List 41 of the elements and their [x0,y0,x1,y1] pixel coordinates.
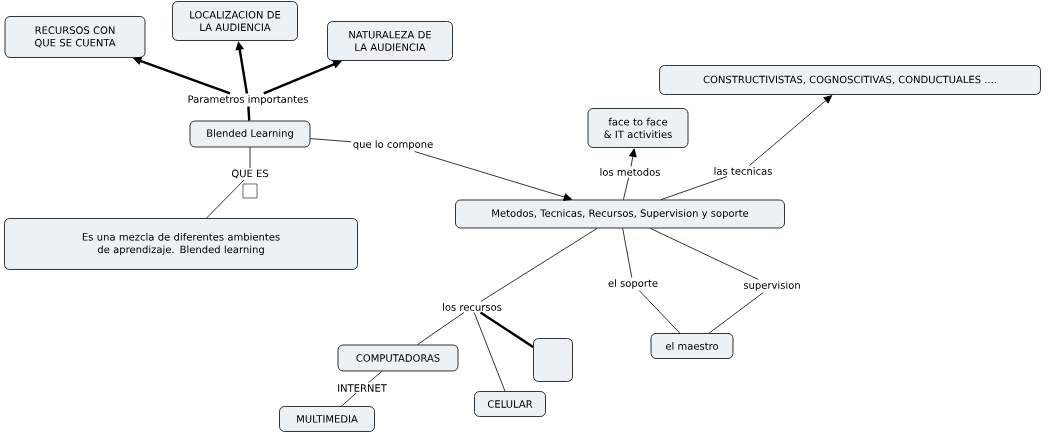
concept-box: CONSTRUCTIVISTAS, COGNOSCITIVAS, CONDUCTUALES .... [659,65,1041,95]
concept-box: CELULAR [474,391,546,417]
connector [368,371,383,384]
connector [650,228,759,280]
connector [480,228,598,302]
concept-box: face to face & IT activities [587,108,689,148]
connector [341,392,357,407]
linking-phrase: las tecnicas [712,165,774,177]
connector [638,290,681,334]
concept-box: Es una mezcla de diferentes ambientes de aprendizaje. Blended learning [4,218,358,270]
connector [206,179,245,219]
linking-phrase: los recursos [440,301,504,313]
connector [310,138,352,143]
connector [473,312,506,392]
connector [247,106,251,121]
connector [629,148,637,167]
concept-box: RECURSOS CON QUE SE CUENTA [4,16,146,58]
connector [479,311,534,348]
connector [749,95,833,166]
connector [414,151,573,201]
linking-phrase: el soporte [606,277,660,291]
concept-box: el maestro [650,333,734,359]
linking-phrase: supervision [741,279,803,293]
connector [249,147,251,169]
linking-phrase: QUE ES [229,168,271,180]
concept-box: Metodos, Tecnicas, Recursos, Supervision y soporte [455,199,785,229]
concept-box: MULTIMEDIA [279,406,375,432]
concept-box: NATURALEZA DE LA AUDIENCIA [327,21,453,61]
concept-box: LOCALIZACION DE LA AUDIENCIA [172,1,298,41]
concept-box: COMPUTADORAS [337,344,459,372]
linking-phrase: Parametros importantes [186,93,310,107]
linking-phrase: que lo compone [351,138,435,152]
concept-box: Blended Learning [189,120,311,148]
connector [623,177,630,200]
connector [622,228,633,278]
connector [660,176,728,200]
connector [708,292,764,334]
connector [417,312,465,345]
concept-box [533,338,573,382]
linking-phrase: INTERNET [335,382,389,394]
linking-phrase: los metodos [598,166,662,178]
